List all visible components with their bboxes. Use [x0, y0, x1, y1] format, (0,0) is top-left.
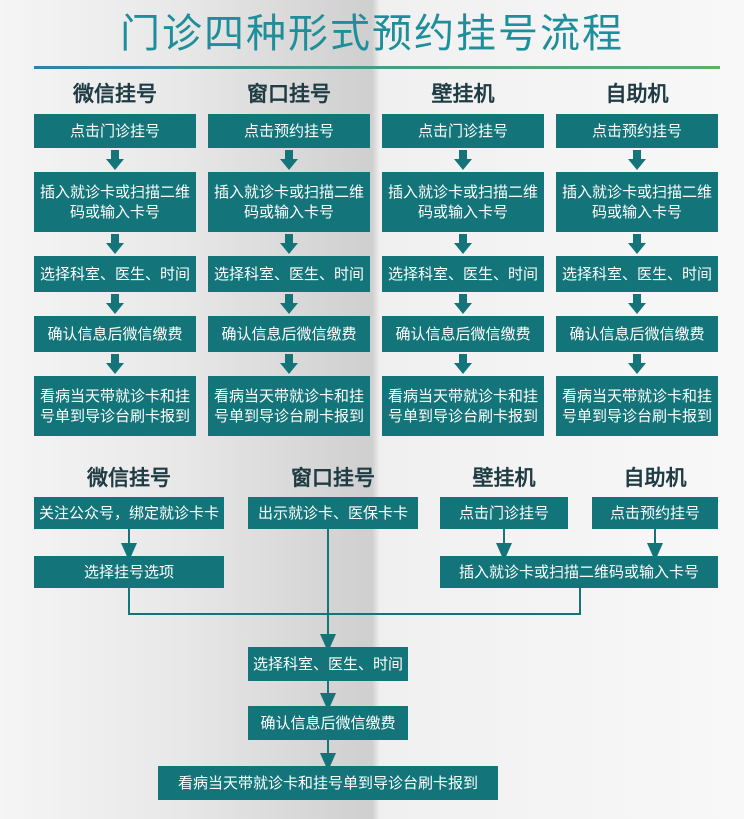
top-wall-step-4: 确认信息后微信缴费	[382, 316, 544, 352]
bottom-wechat-step-1: 关注公众号，绑定就诊卡卡	[34, 497, 224, 529]
bottom-window-step-1: 出示就诊卡、医保卡卡	[248, 497, 418, 529]
down-arrow-shaft	[633, 294, 641, 304]
down-arrow-icon	[106, 243, 124, 254]
down-arrow-shaft	[285, 354, 293, 364]
bottom-arrows	[121, 529, 663, 771]
top-kiosk-step-4: 确认信息后微信缴费	[556, 316, 718, 352]
down-arrow-icon	[454, 363, 472, 374]
down-arrow-icon	[280, 303, 298, 314]
bottom-select-step: 选择科室、医生、时间	[248, 647, 408, 681]
down-arrow-icon	[454, 159, 472, 170]
top-window-step-2: 插入就诊卡或扫描二维码或输入卡号	[208, 172, 370, 232]
down-arrow-icon	[280, 159, 298, 170]
down-arrow-shaft	[459, 234, 467, 244]
down-arrow-icon	[280, 363, 298, 374]
down-arrow-shaft	[285, 294, 293, 304]
bottom-kiosk-step-1: 点击预约挂号	[592, 497, 718, 529]
down-arrow-shaft	[111, 294, 119, 304]
down-arrow-shaft	[285, 150, 293, 160]
top-heading-wall: 壁挂机	[431, 82, 495, 106]
down-arrow-icon	[454, 243, 472, 254]
top-window-step-5: 看病当天带就诊卡和挂号单到导诊台刷卡报到	[208, 376, 370, 436]
down-arrow-icon	[106, 363, 124, 374]
top-wechat-step-4: 确认信息后微信缴费	[34, 316, 196, 352]
top-arrows	[106, 150, 646, 374]
bottom-heading-wall: 壁挂机	[472, 466, 536, 490]
down-arrow-icon	[628, 363, 646, 374]
down-arrow-shaft	[459, 294, 467, 304]
down-arrow-shaft	[111, 150, 119, 160]
top-wechat-step-2: 插入就诊卡或扫描二维码或输入卡号	[34, 172, 196, 232]
bottom-confirm-step: 确认信息后微信缴费	[248, 706, 408, 740]
page-title: 门诊四种形式预约挂号流程	[120, 11, 624, 57]
top-window-step-3: 选择科室、医生、时间	[208, 256, 370, 292]
down-arrow-shaft	[633, 234, 641, 244]
down-arrow-shaft	[111, 354, 119, 364]
bottom-report-step: 看病当天带就诊卡和挂号单到导诊台刷卡报到	[158, 766, 498, 800]
top-heading-window: 窗口挂号	[247, 82, 331, 106]
down-arrow-shaft	[633, 150, 641, 160]
top-window-step-4: 确认信息后微信缴费	[208, 316, 370, 352]
down-arrow-icon	[628, 303, 646, 314]
bottom-insert-step: 插入就诊卡或扫描二维码或输入卡号	[440, 556, 718, 588]
down-arrow-icon	[280, 243, 298, 254]
down-arrow-icon	[628, 243, 646, 254]
down-arrow-shaft	[111, 234, 119, 244]
down-arrow-shaft	[633, 354, 641, 364]
down-arrow-icon	[106, 159, 124, 170]
top-wall-step-2: 插入就诊卡或扫描二维码或输入卡号	[382, 172, 544, 232]
title-divider	[34, 66, 720, 69]
top-wechat-step-5: 看病当天带就诊卡和挂号单到导诊台刷卡报到	[34, 376, 196, 436]
down-arrow-shaft	[459, 354, 467, 364]
down-arrow-icon	[106, 303, 124, 314]
top-wechat-step-3: 选择科室、医生、时间	[34, 256, 196, 292]
top-kiosk-step-1: 点击预约挂号	[556, 114, 718, 148]
down-arrow-shaft	[459, 150, 467, 160]
top-window-step-1: 点击预约挂号	[208, 114, 370, 148]
bottom-wall-step-1: 点击门诊挂号	[440, 497, 568, 529]
top-wall-step-3: 选择科室、医生、时间	[382, 256, 544, 292]
top-wall-step-1: 点击门诊挂号	[382, 114, 544, 148]
bottom-heading-window: 窗口挂号	[291, 466, 375, 490]
top-wall-step-5: 看病当天带就诊卡和挂号单到导诊台刷卡报到	[382, 376, 544, 436]
bottom-heading-kiosk: 自助机	[623, 466, 687, 490]
down-arrow-icon	[628, 159, 646, 170]
top-kiosk-step-3: 选择科室、医生、时间	[556, 256, 718, 292]
down-arrow-shaft	[285, 234, 293, 244]
bottom-wechat-step-2: 选择挂号选项	[34, 556, 224, 588]
top-wechat-step-1: 点击门诊挂号	[34, 114, 196, 148]
top-kiosk-step-2: 插入就诊卡或扫描二维码或输入卡号	[556, 172, 718, 232]
top-kiosk-step-5: 看病当天带就诊卡和挂号单到导诊台刷卡报到	[556, 376, 718, 436]
top-heading-kiosk: 自助机	[605, 82, 669, 106]
top-heading-wechat: 微信挂号	[73, 82, 157, 106]
bottom-heading-wechat: 微信挂号	[87, 466, 171, 490]
down-arrow-icon	[454, 303, 472, 314]
